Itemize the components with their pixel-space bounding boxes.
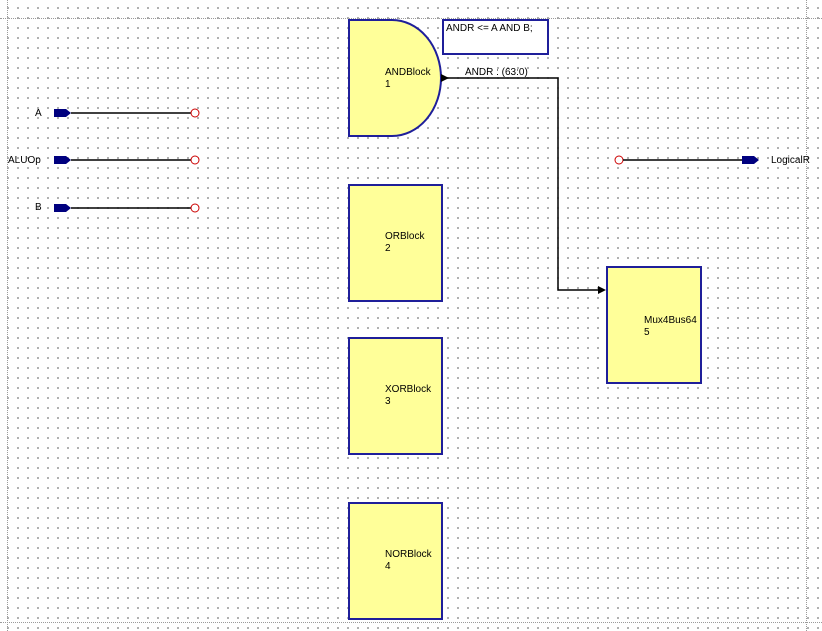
port-a-connector[interactable] xyxy=(54,108,200,118)
concurrent-statement-text: ANDR <= A AND B; xyxy=(446,23,533,34)
port-label-a: A xyxy=(35,108,42,119)
norblock-name: NORBlock xyxy=(385,549,432,560)
norblock-index: 4 xyxy=(385,561,391,572)
mux4bus64-block[interactable]: Mux4Bus64 5 xyxy=(606,266,702,384)
andblock-name: ANDBlock xyxy=(385,67,431,78)
port-b-connector[interactable] xyxy=(54,203,200,213)
xorblock-name: XORBlock xyxy=(385,384,432,395)
sheet-border-top xyxy=(0,18,822,19)
port-label-b: B xyxy=(35,202,42,213)
mux4bus64-index: 5 xyxy=(644,327,650,338)
xorblock-index: 3 xyxy=(385,396,391,407)
net-label-andr: ANDR : (63:0) xyxy=(465,67,528,78)
port-logicalr-connector[interactable] xyxy=(614,155,759,165)
mux4bus64-name: Mux4Bus64 xyxy=(644,315,697,326)
norblock[interactable]: NORBlock 4 xyxy=(348,502,443,620)
orblock-name: ORBlock xyxy=(385,231,425,242)
concurrent-statement-box[interactable]: ANDR <= A AND B; xyxy=(442,19,549,55)
sheet-border-bottom xyxy=(0,622,822,623)
orblock-index: 2 xyxy=(385,243,391,254)
orblock[interactable]: ORBlock 2 xyxy=(348,184,443,302)
sheet-border-right xyxy=(806,0,807,631)
net-andr-wire[interactable] xyxy=(441,74,606,294)
xorblock[interactable]: XORBlock 3 xyxy=(348,337,443,455)
port-aluop-connector[interactable] xyxy=(54,155,200,165)
andblock-index: 1 xyxy=(385,79,391,90)
sheet-border-left xyxy=(7,0,8,631)
port-label-aluop: ALUOp xyxy=(8,155,41,166)
andblock-gate-shape[interactable] xyxy=(348,19,442,137)
port-label-logicalr: LogicalR xyxy=(771,155,810,166)
